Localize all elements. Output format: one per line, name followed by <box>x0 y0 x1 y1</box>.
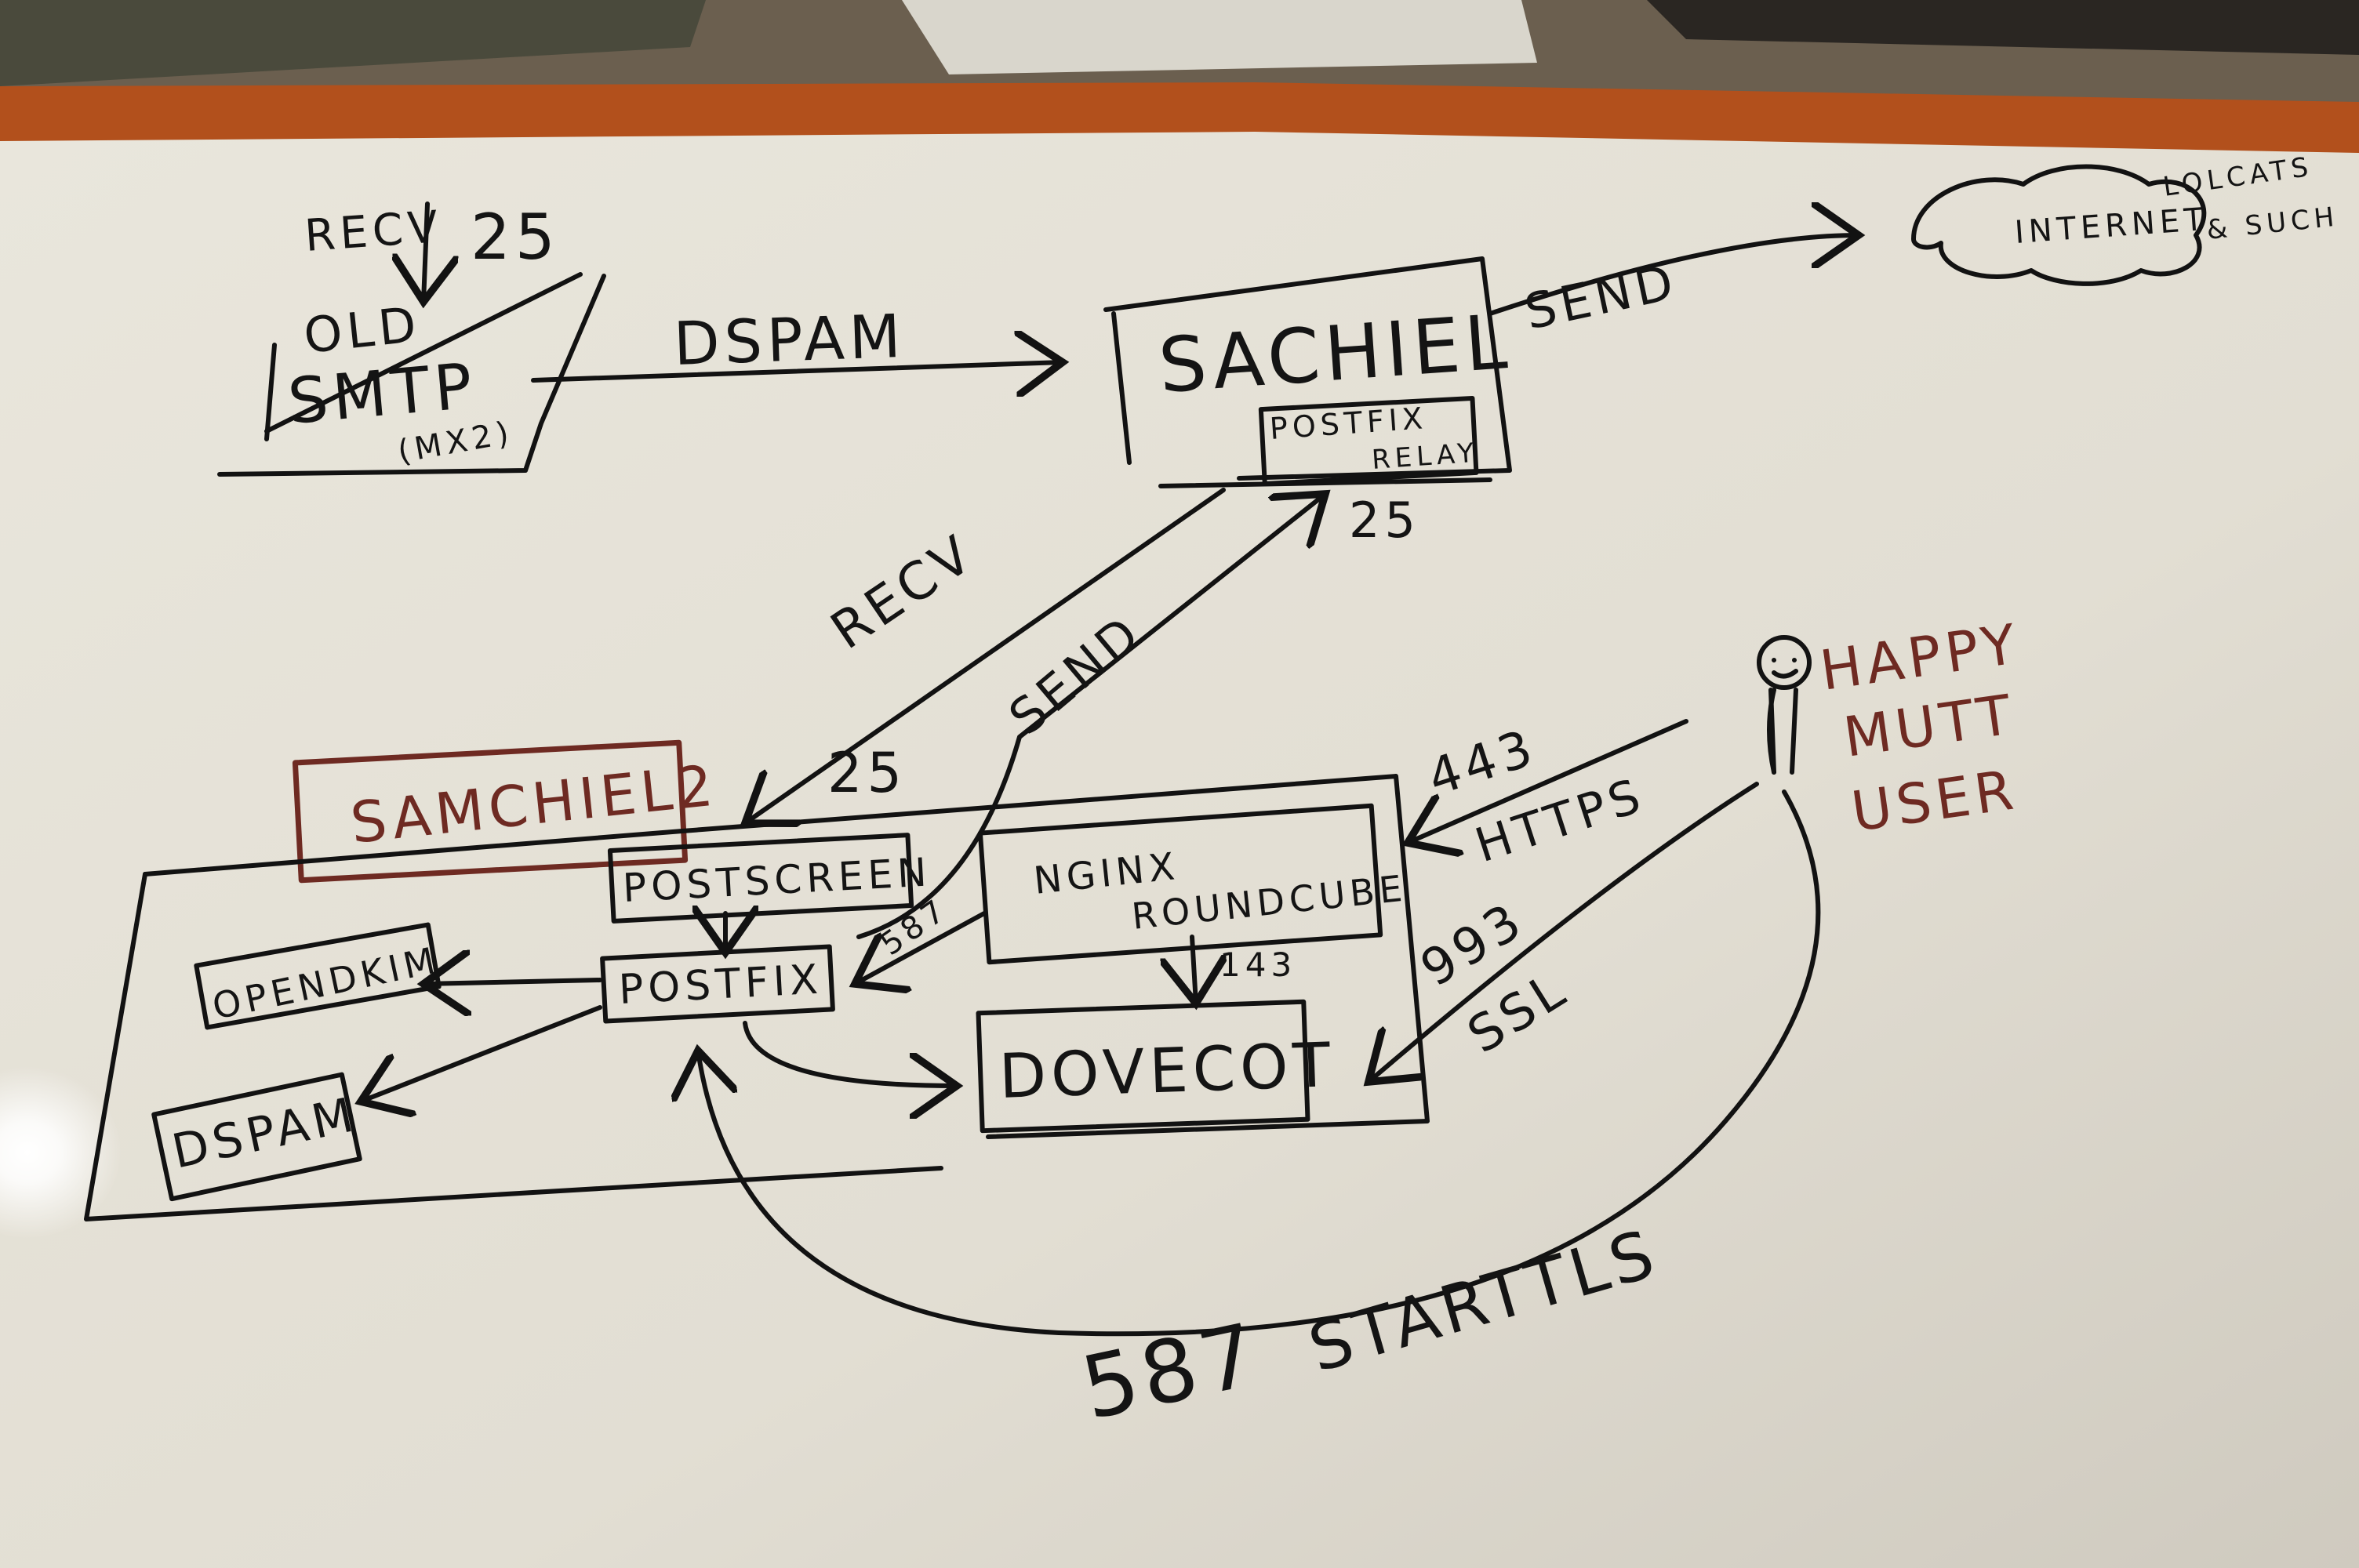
dovecot-label: DOVECOT <box>998 1030 1336 1112</box>
postscreen-box <box>607 833 914 924</box>
whiteboard-surface <box>0 132 2359 1568</box>
papers <box>902 0 1537 74</box>
nginx-roundcube-box <box>977 803 1383 965</box>
samchiel2-title-box <box>292 739 689 884</box>
old-smtp-recv-label: RECV <box>303 201 444 262</box>
recv-arrow-port: 25 <box>827 741 907 805</box>
dspam-box <box>151 1072 362 1202</box>
old-smtp-recv-port: 25 <box>471 201 560 274</box>
imap-port-label: 143 <box>1219 946 1296 984</box>
dspam-link: DSPAM <box>531 301 1063 380</box>
old-smtp-label-2: SMTP <box>285 349 480 438</box>
dspam-link-label: DSPAM <box>673 301 907 379</box>
sachiel-port: 25 <box>1349 492 1420 549</box>
dovecot-box <box>976 999 1310 1134</box>
old-smtp-label-1: OLD <box>301 296 423 365</box>
user-head <box>1757 635 1812 690</box>
cloth-right <box>1647 0 2359 55</box>
opendkim-box <box>194 922 442 1030</box>
postfix-label: POSTFIX <box>618 956 824 1014</box>
postfix-relay-label-2: RELAY <box>1371 437 1480 476</box>
postfix-box <box>600 944 835 1024</box>
cloth-left <box>0 0 706 86</box>
postfix-relay-box <box>1258 395 1479 486</box>
